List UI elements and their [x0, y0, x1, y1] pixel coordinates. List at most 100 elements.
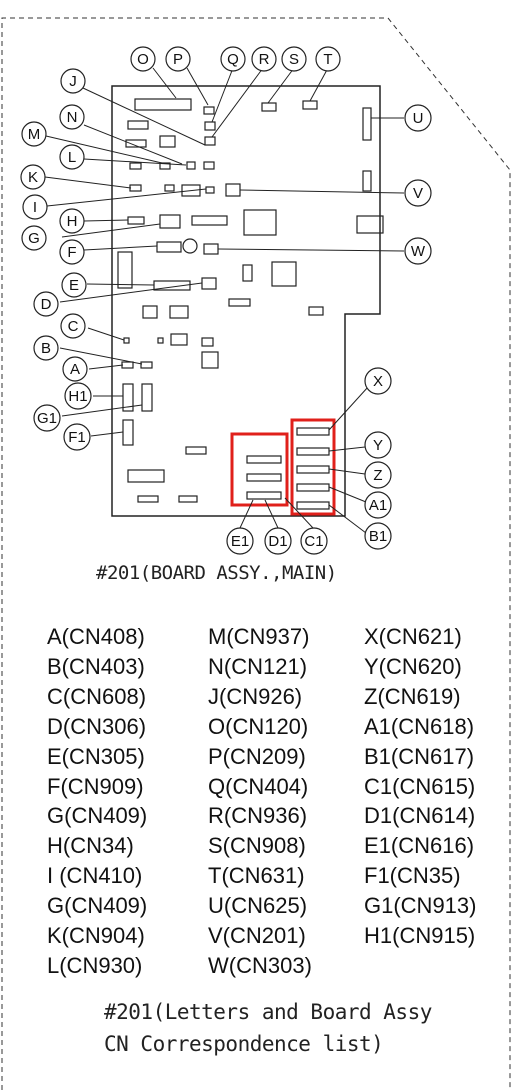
cn-list-item: G(CN409) — [47, 803, 148, 829]
cn-list-item: U(CN625) — [208, 893, 308, 919]
cn-list-item: S(CN908) — [208, 833, 306, 859]
callout-K: K — [20, 164, 46, 190]
callout-J: J — [60, 68, 86, 94]
svg-text:Y: Y — [373, 437, 383, 454]
svg-text:Q: Q — [227, 51, 239, 68]
cn-list-item: X(CN621) — [364, 624, 462, 649]
cn-list-item: V(CN201) — [208, 923, 306, 949]
callout-I: I — [22, 194, 48, 220]
callout-A: A — [62, 356, 88, 382]
svg-text:P: P — [173, 51, 183, 68]
leader-lines — [44, 67, 405, 534]
svg-text:U: U — [413, 110, 424, 127]
svg-text:D: D — [41, 296, 52, 313]
svg-text:G1: G1 — [37, 410, 57, 427]
svg-text:S: S — [289, 51, 299, 68]
cn-list-item: H(CN34) — [47, 833, 134, 859]
callout-N: N — [59, 104, 85, 130]
cn-list-item: E(CN305) — [47, 743, 145, 769]
cn-list-item: B(CN403) — [47, 653, 145, 679]
cn-list-column-3: X(CN621) Y(CN620) Z(CN619) A1(CN618) B1(… — [364, 622, 476, 951]
callout-W: W — [404, 237, 432, 265]
svg-text:C1: C1 — [304, 533, 323, 550]
cn-list-item: E1(CN616) — [364, 833, 475, 859]
svg-text:Z: Z — [373, 467, 382, 484]
callout-T: T — [315, 46, 341, 72]
dashed-border — [1, 17, 511, 1090]
cn-list-item: P(CN209) — [208, 743, 306, 769]
cn-list-item: T(CN631) — [208, 863, 305, 889]
svg-text:T: T — [323, 51, 332, 68]
callout-Y: Y — [364, 431, 392, 459]
board-components — [117, 98, 384, 510]
cn-list-item: F1(CN35) — [364, 863, 461, 889]
cn-list-item: C1(CN615) — [364, 773, 476, 799]
cn-list-item: W(CN303) — [208, 952, 312, 978]
svg-text:C: C — [68, 318, 79, 335]
callout-Z: Z — [364, 461, 392, 489]
cn-list-item: Y(CN620) — [364, 653, 462, 679]
svg-text:F1: F1 — [68, 429, 86, 446]
svg-text:B: B — [41, 340, 51, 357]
callout-D: D — [33, 291, 59, 317]
cn-list-item: M(CN937) — [208, 624, 310, 649]
svg-text:G: G — [28, 230, 40, 247]
callout-P: P — [165, 46, 191, 72]
cn-list-item: A1(CN618) — [364, 713, 475, 739]
highlight-box-right — [290, 418, 336, 516]
callouts: O P Q R S T J N M L K I H G F E D C B A … — [20, 46, 432, 555]
cn-list-item: F(CN909) — [47, 773, 144, 799]
callout-H: H — [59, 208, 85, 234]
svg-text:E: E — [69, 277, 79, 294]
callout-G: G — [21, 225, 47, 251]
callout-U: U — [404, 104, 432, 132]
cn-list-item: K(CN904) — [47, 923, 145, 949]
callout-C: C — [60, 313, 86, 339]
svg-text:N: N — [67, 109, 78, 126]
cn-list-column-2: M(CN937) N(CN121) J(CN926) O(CN120) P(CN… — [208, 622, 312, 981]
cn-list-item: D1(CN614) — [364, 803, 476, 829]
svg-text:B1: B1 — [369, 528, 387, 545]
callout-X: X — [364, 367, 392, 395]
cn-list-item: J(CN926) — [208, 683, 303, 709]
svg-text:J: J — [69, 73, 77, 90]
cn-list-item: D(CN306) — [47, 713, 147, 739]
cn-list-item: O(CN120) — [208, 713, 309, 739]
highlight-box-left — [230, 432, 289, 507]
callout-B: B — [33, 335, 59, 361]
cn-list-item: A(CN408) — [47, 624, 145, 649]
callout-V: V — [404, 179, 432, 207]
cn-list-item: G1(CN913) — [364, 893, 477, 919]
cn-list-item: N(CN121) — [208, 653, 308, 679]
svg-text:H: H — [67, 213, 78, 230]
list-caption-line-1: #201(Letters and Board Assy — [104, 1000, 432, 1024]
svg-text:F: F — [67, 244, 76, 261]
callout-C1: C1 — [300, 527, 328, 555]
svg-text:O: O — [137, 51, 149, 68]
cn-list-item: H1(CN915) — [364, 923, 476, 949]
cn-list-item: Z(CN619) — [364, 683, 461, 709]
list-caption-line-2: CN Correspondence list) — [104, 1032, 384, 1056]
callout-M: M — [21, 121, 47, 147]
cn-list-item: C(CN608) — [47, 683, 147, 709]
callout-A1: A1 — [364, 491, 392, 519]
cn-list-item: G(CN409) — [47, 893, 148, 919]
board-caption: #201(BOARD ASSY.,MAIN) — [96, 562, 337, 584]
svg-text:K: K — [28, 169, 38, 186]
callout-F1: F1 — [63, 423, 91, 451]
svg-text:E1: E1 — [231, 533, 249, 550]
svg-text:X: X — [373, 373, 383, 390]
callout-B1: B1 — [364, 522, 392, 550]
svg-text:D1: D1 — [268, 533, 287, 550]
svg-text:V: V — [413, 185, 423, 202]
callout-R: R — [251, 46, 277, 72]
svg-text:W: W — [411, 243, 426, 260]
callout-S: S — [281, 46, 307, 72]
cn-list-item: R(CN936) — [208, 803, 308, 829]
callout-O: O — [130, 46, 156, 72]
callout-E1: E1 — [226, 527, 254, 555]
svg-text:R: R — [259, 51, 270, 68]
callout-F: F — [59, 239, 85, 265]
callout-Q: Q — [220, 46, 246, 72]
svg-text:A1: A1 — [369, 497, 387, 514]
